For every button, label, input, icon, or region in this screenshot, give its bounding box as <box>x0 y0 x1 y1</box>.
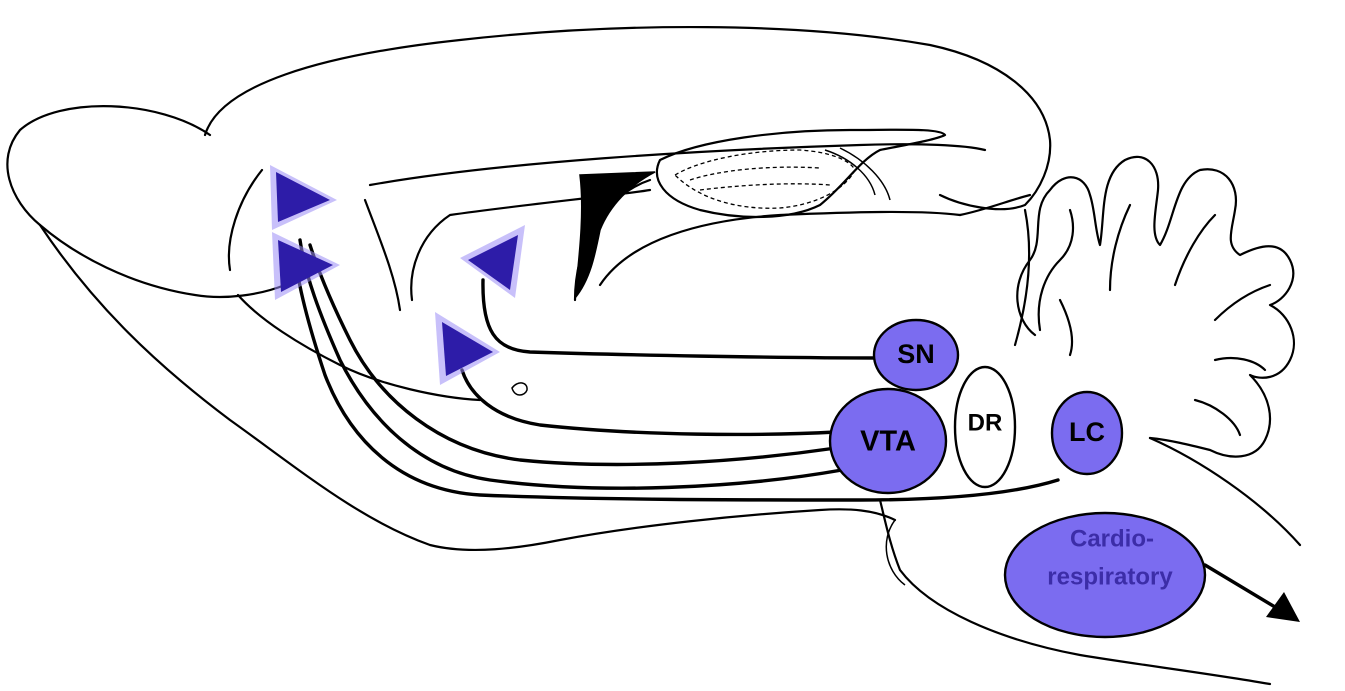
nucleus-vta: VTA <box>830 389 946 493</box>
nucleus-lc: LC <box>1052 392 1122 474</box>
fornix-curve <box>575 180 960 300</box>
pons-contour <box>886 520 905 585</box>
midbrain-right-edge <box>1015 210 1029 345</box>
nucleus-sn: SN <box>874 320 958 390</box>
arrowhead-lower <box>435 312 500 385</box>
cardio-label-line2: respiratory <box>1047 563 1173 590</box>
anterior-commissure <box>512 383 527 395</box>
nucleus-dr: DR <box>955 367 1015 487</box>
hippocampus-layer-inner <box>690 167 830 190</box>
tract-cardio-output <box>1205 565 1280 610</box>
tract-vta-septal <box>462 370 836 434</box>
sn-label: SN <box>897 339 935 369</box>
tract-sn-cortex <box>483 280 880 358</box>
cardio-label-line1: Cardio- <box>1070 525 1154 552</box>
nucleus-cardiorespiratory: Cardio- respiratory <box>1005 513 1205 637</box>
arrowhead-top <box>270 165 337 230</box>
hippocampus-outline <box>657 130 945 217</box>
corpus-callosum-upper <box>370 144 985 185</box>
lc-label: LC <box>1069 417 1105 447</box>
arrowhead-upper-right <box>460 225 525 298</box>
arrowhead-middle <box>272 232 340 300</box>
dr-label: DR <box>968 409 1003 436</box>
tract-vta-prefrontal-2 <box>300 240 842 488</box>
vta-label: VTA <box>860 426 916 458</box>
cardio-output-arrowhead <box>1266 592 1300 622</box>
